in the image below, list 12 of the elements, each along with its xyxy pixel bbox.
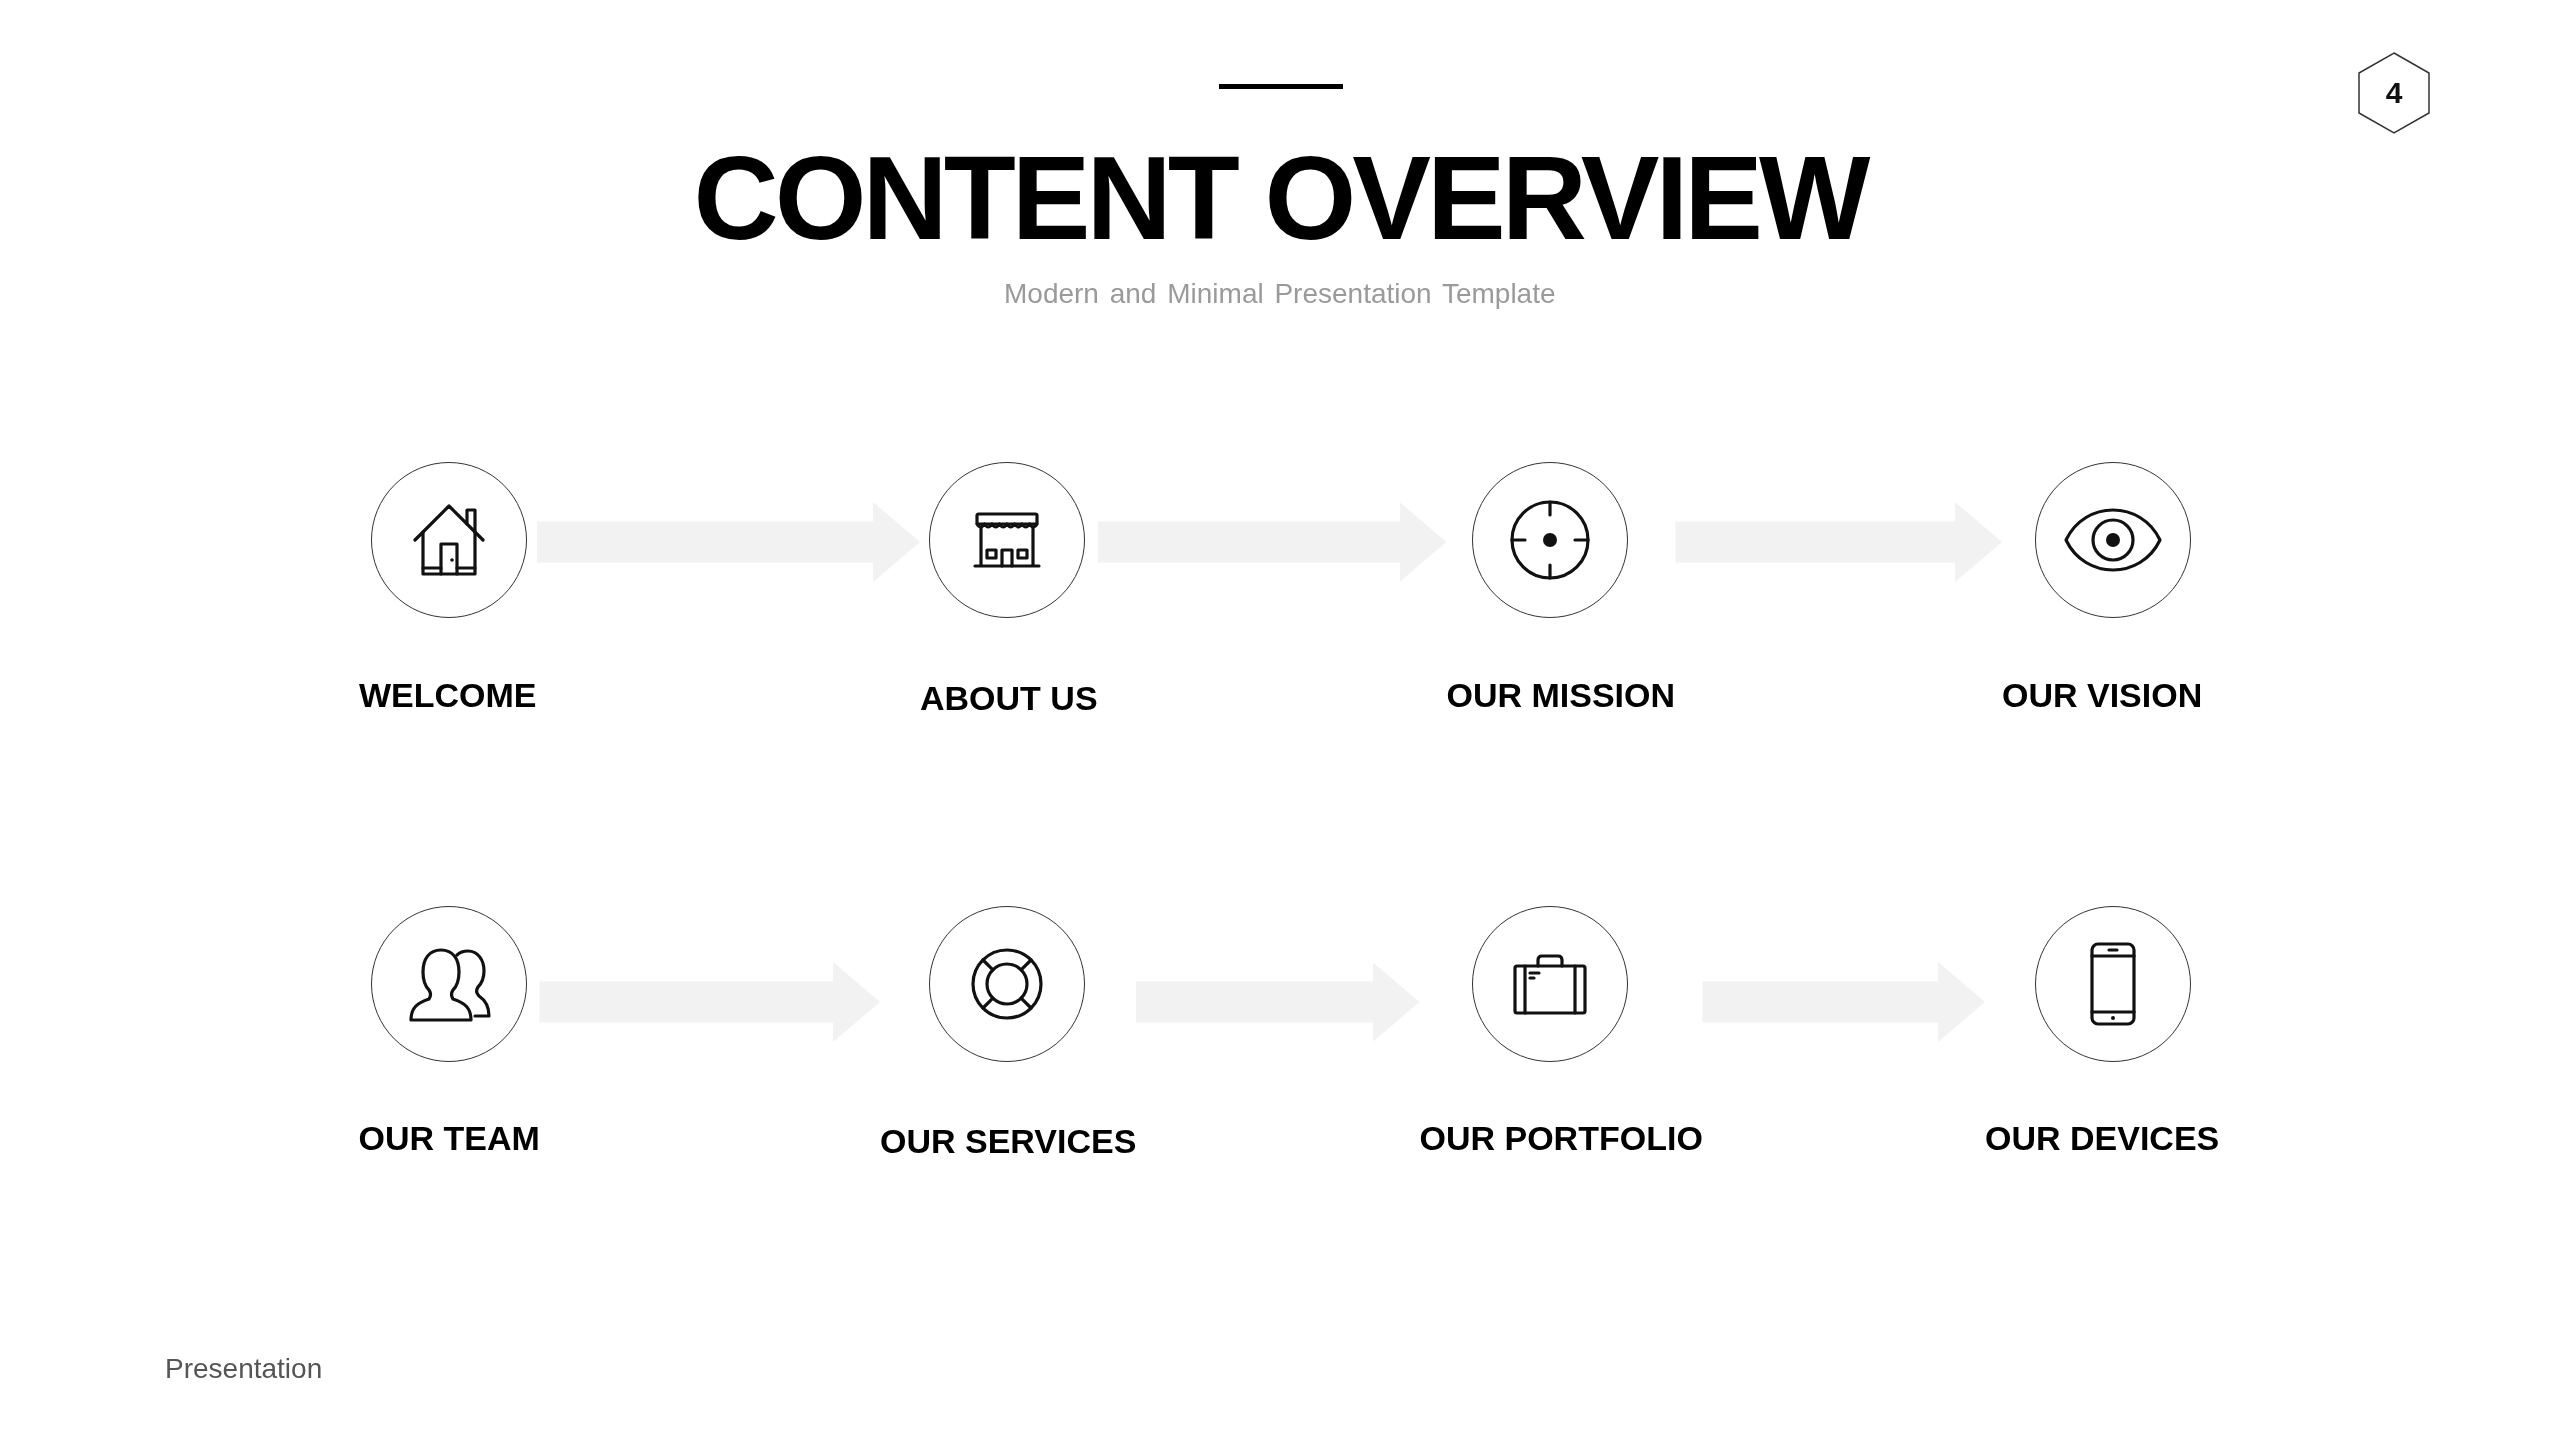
section-label: ABOUT US [920,678,1098,718]
section-label: OUR MISSION [1446,675,1676,715]
subtitle: Modern and Minimal Presentation Template [1004,277,1556,311]
section-label: OUR SERVICES [880,1121,1137,1161]
section-label: WELCOME [359,675,537,715]
section-label: OUR TEAM [358,1118,540,1158]
section-label: OUR DEVICES [1985,1118,2220,1158]
footer-text: Presentation [165,1352,323,1386]
section-label: OUR VISION [2002,675,2203,715]
title: CONTENT OVERVIEW [693,139,1867,257]
section-label: OUR PORTFOLIO [1419,1118,1703,1158]
page-number: 4 [2385,75,2403,111]
